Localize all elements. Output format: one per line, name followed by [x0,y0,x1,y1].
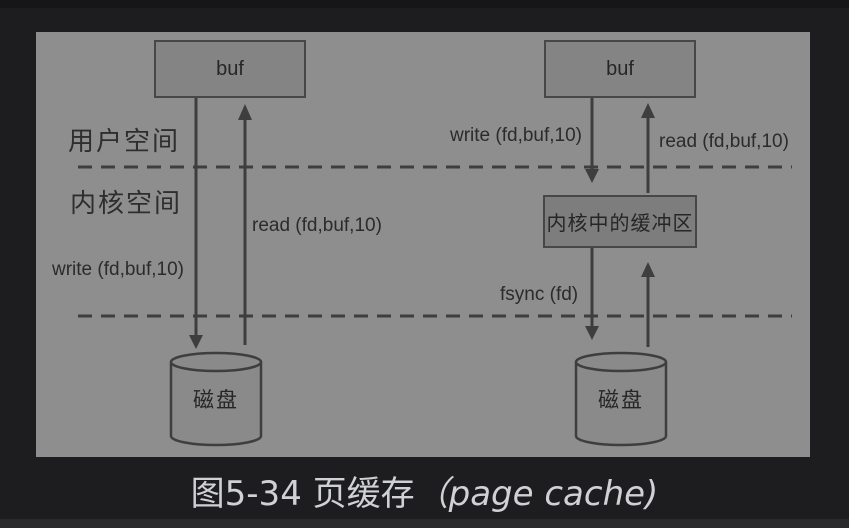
arrowhead-up-icon [641,262,655,277]
arrowhead-down-icon [189,335,203,349]
right-disk-cylinder-icon [574,351,668,447]
left-buf-box: buf [154,40,306,98]
diagram-panel: buf buf 内核中的缓冲区 用户空间 内核空间 read (fd,buf,1… [36,32,810,457]
right-disk-label: 磁盘 [598,389,644,412]
left-read-call-label: read (fd,buf,10) [252,215,382,236]
right-write-call-label: write (fd,buf,10) [450,125,582,146]
left-write-arrow [189,98,203,349]
fsync-call-label: fsync (fd) [500,284,579,305]
figure-caption-number: 图5-34 页缓存 [190,474,415,514]
right-buf-label: buf [606,57,634,80]
kernel-buffer-label: 内核中的缓冲区 [546,213,694,235]
right-read-call-label: read (fd,buf,10) [659,131,789,152]
kernel-buffer-box: 内核中的缓冲区 [543,195,697,248]
left-read-arrow [238,104,252,345]
left-disk-label: 磁盘 [193,389,239,412]
diagram-shapes [78,98,792,447]
left-buf-label: buf [216,57,244,80]
right-read-arrow [641,103,655,193]
fsync-arrow [585,248,599,340]
figure-caption-english: （page cache) [414,474,659,514]
user-space-label: 用户空间 [68,126,181,156]
top-edge-strip [0,0,849,8]
disk-to-kernel-arrow [641,262,655,347]
right-buf-box: buf [544,40,696,98]
arrowhead-up-icon [238,104,252,120]
kernel-space-label: 内核空间 [70,188,183,218]
arrowhead-up-icon [641,103,655,118]
bottom-edge-strip [0,519,849,528]
arrowhead-down-icon [585,169,599,183]
left-disk-cylinder-icon [169,351,263,447]
figure-caption: 图5-34 页缓存（page cache) [0,472,849,516]
right-write-arrow [585,98,599,183]
left-write-call-label: write (fd,buf,10) [52,259,184,280]
arrowhead-down-icon [585,326,599,340]
